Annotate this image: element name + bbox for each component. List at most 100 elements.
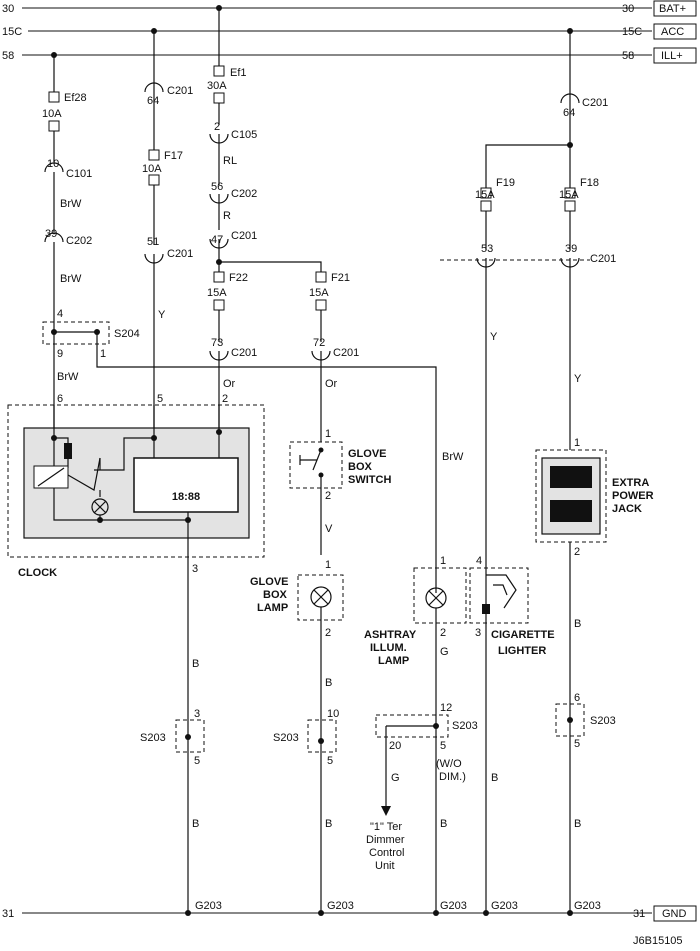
wire-y-1: Y <box>158 309 166 321</box>
rail-ill: 58 58 ILL+ <box>2 47 697 64</box>
circuit-ef28: Ef28 10A 10 C101 BrW 39 C202 BrW <box>42 55 92 332</box>
extra-power-jack: 1 2 EXTRA POWER JACK B <box>535 437 654 913</box>
glove-box-switch: 1 2 GLOVE BOX SWITCH V <box>289 428 391 555</box>
wire-b-jack-2: B <box>574 818 581 830</box>
s203-clock-label: S203 <box>140 732 166 744</box>
clock-wires: B B <box>192 658 199 830</box>
fuse-f19-rating: 15A <box>475 189 495 201</box>
cig-pin-4: 4 <box>476 555 482 567</box>
splice-s203-glove: 10 5 S203 B <box>273 708 339 830</box>
fuse-f21-rating: 15A <box>309 287 329 299</box>
fuse-ef28-rating: 10A <box>42 108 62 120</box>
pin-2-c105: 2 <box>214 121 220 133</box>
clock-pin-2: 2 <box>222 393 228 405</box>
dimmer-label-3: Control <box>369 847 404 859</box>
clock-assembly: 6 5 2 3 CLOCK 18:88 <box>7 393 265 913</box>
pin-4-s204: 4 <box>57 308 63 320</box>
s203-jack-pin-6: 6 <box>574 692 580 704</box>
s203-jack-label: S203 <box>590 715 616 727</box>
s203-dimmer-label: S203 <box>452 720 478 732</box>
wire-b-ashtray: B <box>440 818 447 830</box>
rail-bat: 30 30 BAT+ <box>2 0 697 17</box>
conn-c201-b: C201 <box>167 248 193 260</box>
rail-gnd: 31 31 GND <box>2 905 697 922</box>
pin-53-c201: 53 <box>481 243 493 255</box>
g203-2: G203 <box>327 900 354 912</box>
circuit-f17: 64 C201 F17 10A 51 C201 Y <box>142 31 193 440</box>
s203-glove-pin-5: 5 <box>327 755 333 767</box>
fuse-f19-name: F19 <box>496 177 515 189</box>
fuse-ef1-rating: 30A <box>207 80 227 92</box>
rail-bat-label: BAT+ <box>659 3 686 15</box>
pin-56-c202: 56 <box>211 181 223 193</box>
s203-jack-pin-5: 5 <box>574 738 580 750</box>
rail-bat-num: 30 <box>2 3 14 15</box>
rail-acc-num: 15C <box>2 26 22 38</box>
wire-b-glove-2: B <box>325 818 332 830</box>
wire-g-dimmer: G <box>391 772 400 784</box>
clock-label: CLOCK <box>18 567 57 579</box>
circuit-f21: F21 15A 72 C201 Or <box>309 271 359 442</box>
rail-gnd-label: GND <box>662 908 687 920</box>
cig-label-1: CIGARETTE <box>491 629 555 641</box>
clock-display: 18:88 <box>172 491 200 503</box>
ashtray-label-3: LAMP <box>378 655 409 667</box>
glove-lamp-label-1: GLOVE <box>250 576 289 588</box>
glove-switch-label-3: SWITCH <box>348 474 391 486</box>
rail-gnd-num: 31 <box>2 908 14 920</box>
splice-s203-dimmer: 12 S203 20 5 (W/O DIM.) G "1" Ter Dimmer… <box>366 702 478 872</box>
rail-gnd-num-right: 31 <box>633 908 645 920</box>
conn-c201-c: C201 <box>231 230 257 242</box>
wire-b-cig: B <box>491 772 498 784</box>
conn-c101: C101 <box>66 168 92 180</box>
wire-b-jack-1: B <box>574 618 581 630</box>
rail-bat-num-right: 30 <box>622 3 634 15</box>
pin-9-s204: 9 <box>57 348 63 360</box>
s203-dimmer-pin-12: 12 <box>440 702 452 714</box>
cig-pin-3: 3 <box>475 627 481 639</box>
wire-b-clock-2: B <box>192 818 199 830</box>
pin-1-glove-switch: 1 <box>325 428 331 440</box>
conn-c201-a: C201 <box>167 85 193 97</box>
wire-y-3: Y <box>574 373 582 385</box>
conn-c201-e: C201 <box>333 347 359 359</box>
rail-acc: 15C 15C ACC <box>2 23 697 40</box>
wire-b-clock-1: B <box>192 658 199 670</box>
pin-47-c201: 47 <box>211 234 223 246</box>
fuse-f22-name: F22 <box>229 272 248 284</box>
jack-label-3: JACK <box>612 503 642 515</box>
ashtray-pin-1: 1 <box>440 555 446 567</box>
pin-10-c101: 10 <box>47 158 59 170</box>
pin-51-c201: 51 <box>147 236 159 248</box>
clock-pin-5: 5 <box>157 393 163 405</box>
wire-r: R <box>223 210 231 222</box>
fuse-f22-rating: 15A <box>207 287 227 299</box>
pin-39-c201: 39 <box>565 243 577 255</box>
wo-dim-1: (W/O <box>436 758 462 770</box>
cigarette-lighter: 4 3 CIGARETTE LIGHTER B <box>469 555 555 913</box>
s203-clock-pin-5: 5 <box>194 755 200 767</box>
fuse-ef1-name: Ef1 <box>230 67 247 79</box>
ashtray-lamp: 1 2 G ASHTRAY ILLUM. LAMP <box>364 555 467 913</box>
splice-s203-jack: 6 5 S203 B <box>555 692 616 830</box>
s203-glove-pin-10: 10 <box>327 708 339 720</box>
ashtray-label-1: ASHTRAY <box>364 629 417 641</box>
clock-pin-6: 6 <box>57 393 63 405</box>
dimmer-label-4: Unit <box>375 860 395 872</box>
splice-s203-clock: 3 5 S203 <box>140 708 205 767</box>
circuit-ef1: Ef1 30A 2 C105 RL 56 C202 R 47 C201 F22 … <box>207 8 322 432</box>
fuse-f18-name: F18 <box>580 177 599 189</box>
fuse-ef28-name: Ef28 <box>64 92 87 104</box>
pin-2-glove-lamp: 2 <box>325 627 331 639</box>
rail-acc-num-right: 15C <box>622 26 642 38</box>
jack-label-2: POWER <box>612 490 654 502</box>
conn-c202-a: C202 <box>66 235 92 247</box>
glove-switch-label-1: GLOVE <box>348 448 387 460</box>
pin-39-c202: 39 <box>45 228 57 240</box>
g203-5: G203 <box>574 900 601 912</box>
glove-lamp-label-2: BOX <box>263 589 288 601</box>
wire-b-glove: B <box>325 677 332 689</box>
circuit-f18: F18 15A 39 C201 Y <box>440 177 616 450</box>
fuse-f17-rating: 10A <box>142 163 162 175</box>
